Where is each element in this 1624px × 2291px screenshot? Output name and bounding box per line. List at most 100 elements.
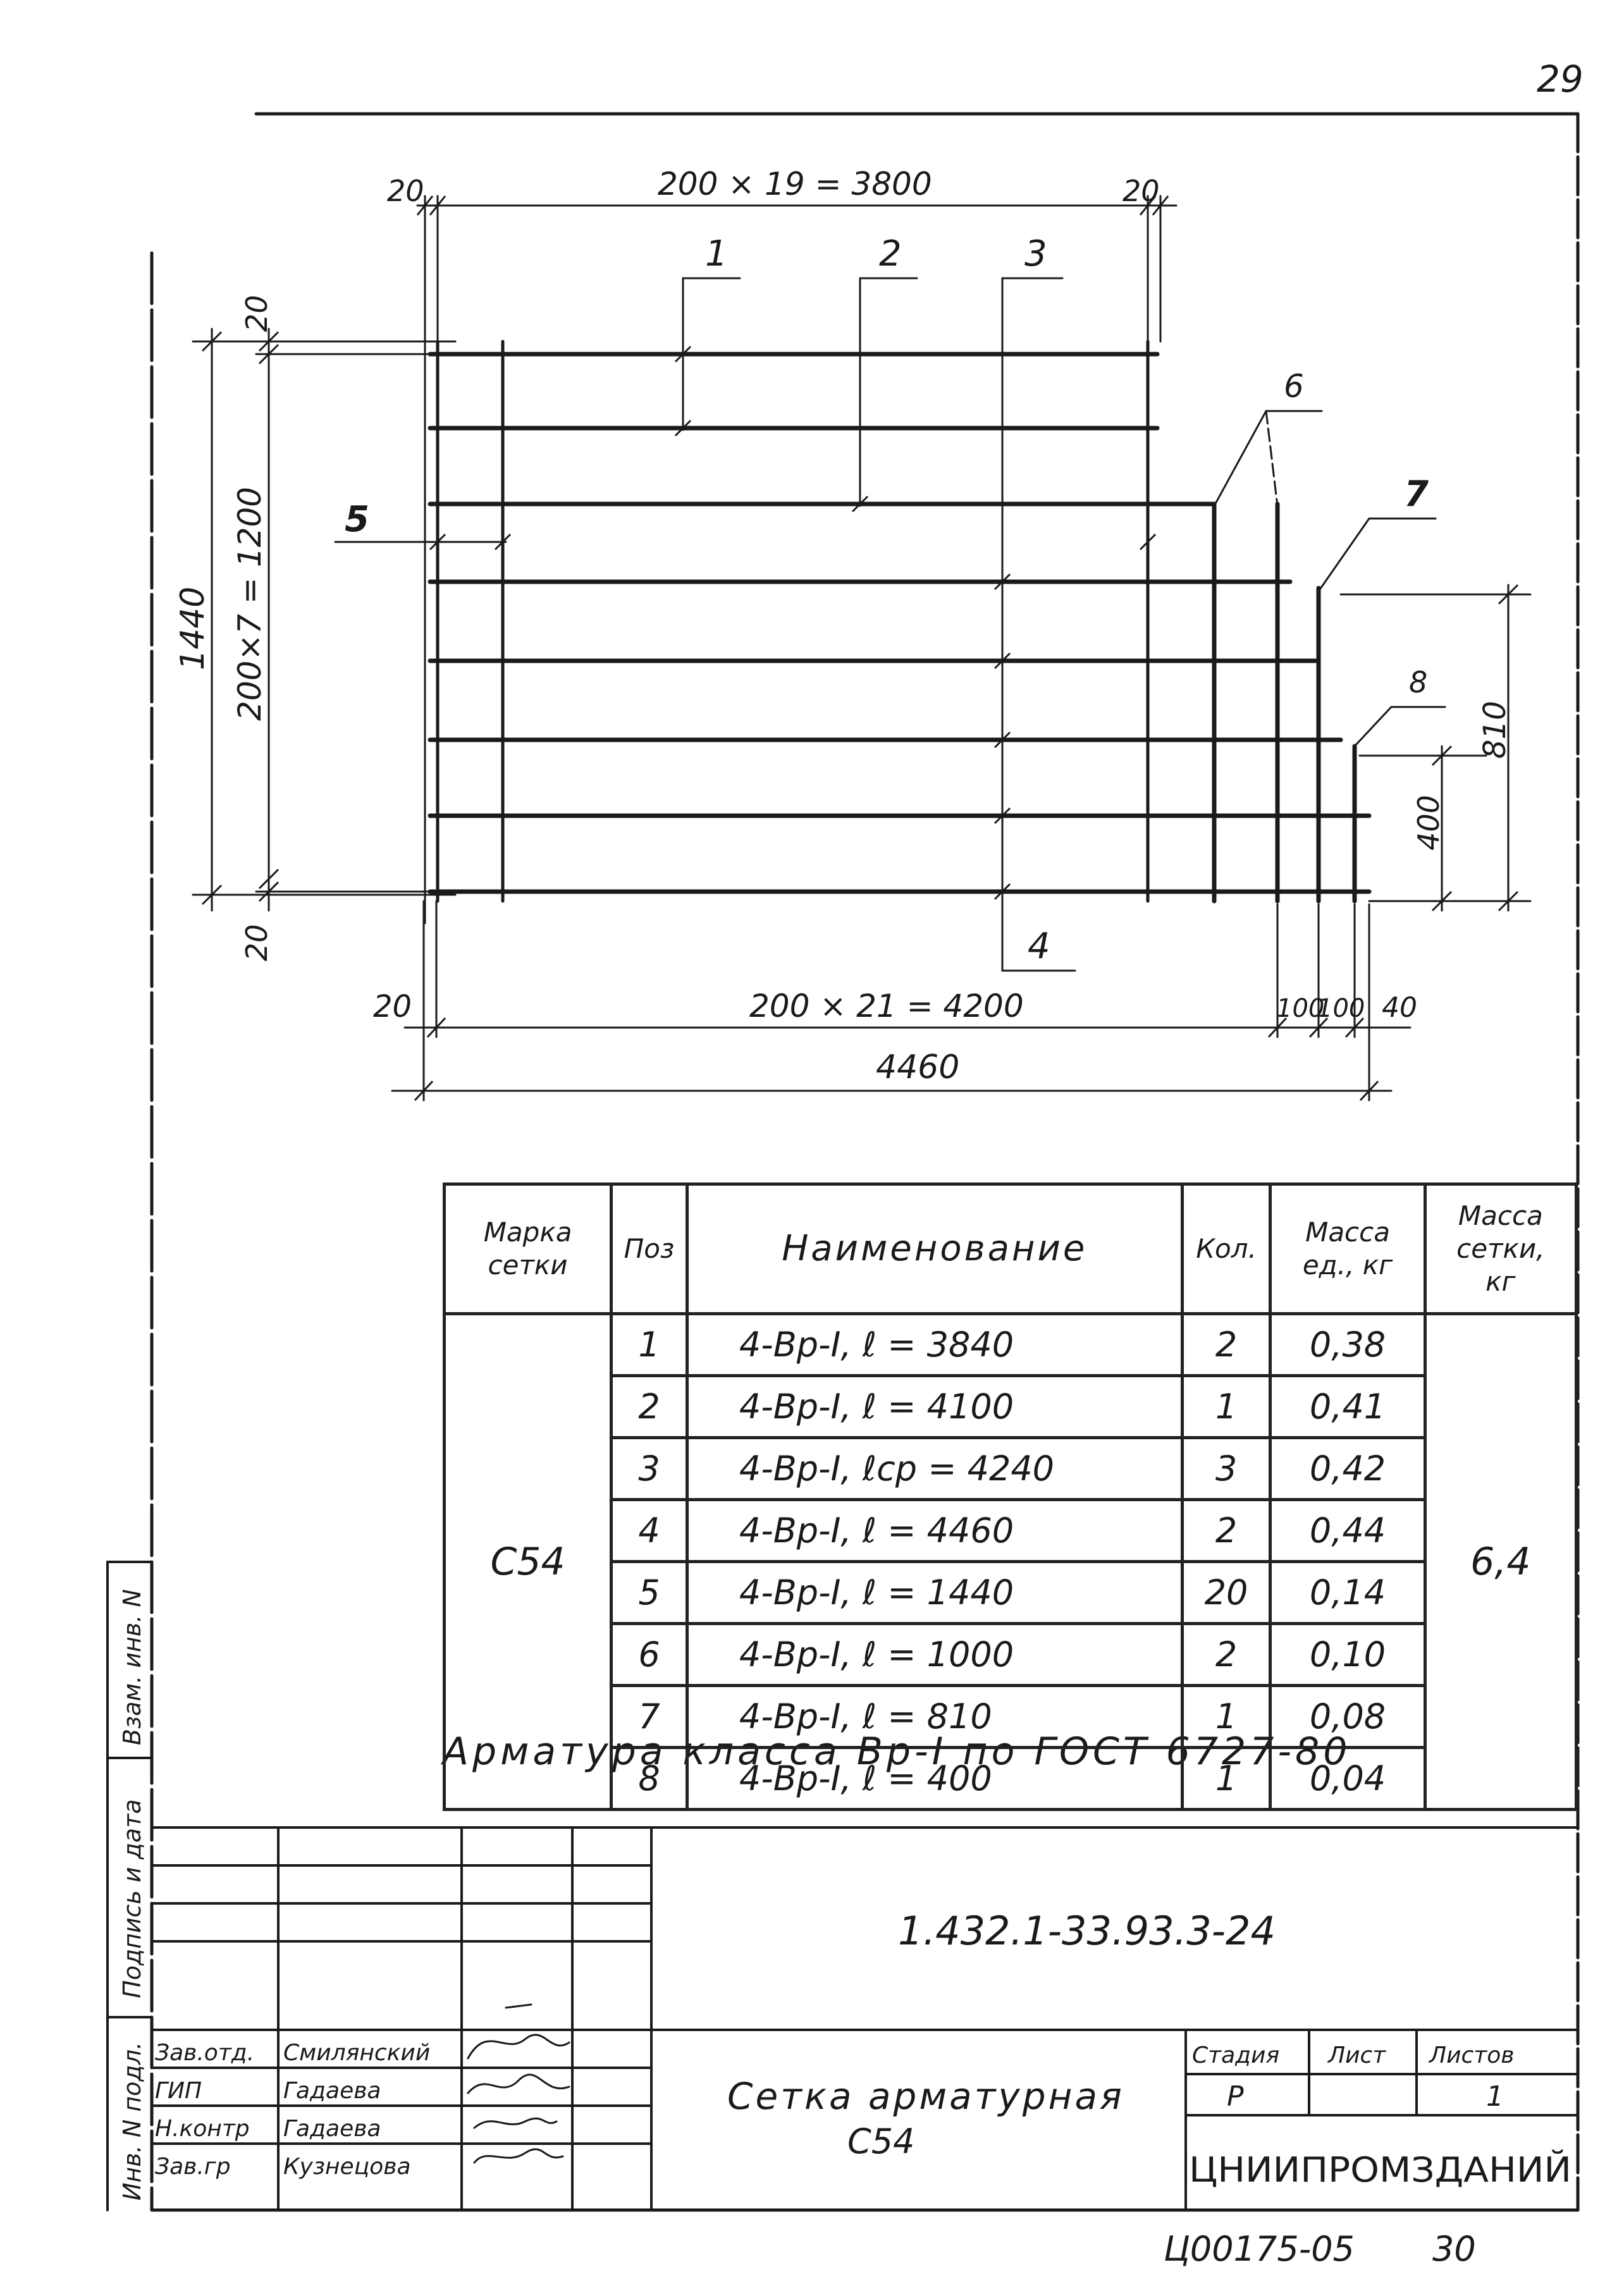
cell-mass: 0,38 bbox=[1269, 1312, 1427, 1377]
sheet-label: Лист bbox=[1327, 2042, 1386, 2068]
signer-role-4: Зав.гр bbox=[155, 2154, 231, 2180]
cell-qty: 20 bbox=[1180, 1560, 1272, 1625]
side-label-replace: Взам. инв. N bbox=[118, 1589, 146, 1745]
leader-6 bbox=[1213, 410, 1323, 507]
cell-mass: 0,10 bbox=[1269, 1622, 1427, 1687]
drawing-mark: С54 bbox=[847, 2122, 914, 2161]
leader-4 bbox=[1001, 890, 1076, 972]
dim-bottom-40: 40 bbox=[1382, 992, 1417, 1024]
dim-right-400: 400 bbox=[1412, 795, 1446, 851]
signer-role-2: ГИП bbox=[155, 2078, 202, 2104]
header-qty: Кол. bbox=[1180, 1182, 1272, 1315]
dim-bottom-100b: 100 bbox=[1317, 994, 1365, 1023]
signer-role-3: Н.контр bbox=[155, 2116, 250, 2142]
title-block-lines bbox=[151, 1826, 1579, 2211]
cell-qty: 3 bbox=[1180, 1436, 1272, 1501]
cell-name: 4-Вр-I, ℓ = 3840 bbox=[685, 1312, 1184, 1377]
dim-overall: 4460 bbox=[876, 1048, 959, 1086]
stage-label: Стадия bbox=[1192, 2042, 1279, 2068]
archive-code: Ц00175-05 bbox=[1164, 2229, 1355, 2269]
stage-value: Р bbox=[1227, 2080, 1244, 2113]
dim-top-left: 20 bbox=[387, 174, 424, 208]
signatures bbox=[467, 2003, 570, 2164]
cell-pos: 8 bbox=[610, 1746, 689, 1811]
document-code: 1.432.1-33.93.3-24 bbox=[898, 1908, 1276, 1954]
cell-name: 4-Вр-I, ℓ = 400 bbox=[685, 1746, 1184, 1811]
cell-pos: 7 bbox=[610, 1684, 689, 1749]
dimension-lines bbox=[192, 195, 1532, 1102]
cell-qty: 2 bbox=[1180, 1622, 1272, 1687]
signer-name-3: Гадаева bbox=[283, 2116, 381, 2142]
drawing-title: Сетка арматурная bbox=[727, 2075, 1124, 2118]
page-number: 29 bbox=[1537, 58, 1584, 101]
dim-top-span: 200 × 19 = 3800 bbox=[658, 166, 932, 202]
position-label-3: 3 bbox=[1024, 233, 1047, 274]
position-label-5: 5 bbox=[345, 499, 369, 540]
cell-name: 4-Вр-I, ℓср = 4240 bbox=[685, 1436, 1184, 1501]
cell-qty: 1 bbox=[1180, 1746, 1272, 1811]
table-row: 2 4-Вр-I, ℓ = 4100 1 0,41 bbox=[445, 1374, 1577, 1439]
cell-mass: 0,14 bbox=[1269, 1560, 1427, 1625]
dim-top-right: 20 bbox=[1123, 174, 1160, 208]
cell-mass: 0,04 bbox=[1269, 1746, 1427, 1811]
header-pos: Поз bbox=[610, 1182, 689, 1315]
leader-6b bbox=[1265, 410, 1279, 507]
leader-3 bbox=[1001, 277, 1064, 893]
cell-pos: 5 bbox=[610, 1560, 689, 1625]
cell-name: 4-Вр-I, ℓ = 4460 bbox=[685, 1498, 1184, 1563]
position-label-8: 8 bbox=[1409, 665, 1427, 699]
cell-pos: 6 bbox=[610, 1622, 689, 1687]
signer-name-1: Смилянский bbox=[283, 2040, 430, 2066]
position-label-6: 6 bbox=[1284, 368, 1304, 405]
dimension-ticks bbox=[201, 195, 1519, 1102]
cell-pos: 4 bbox=[610, 1498, 689, 1563]
side-label-sign: Подпись и дата bbox=[118, 1799, 146, 1998]
leader-1 bbox=[682, 277, 741, 431]
cell-mass: 0,42 bbox=[1269, 1436, 1427, 1501]
table-row: 4 4-Вр-I, ℓ = 4460 2 0,44 bbox=[445, 1498, 1577, 1563]
cell-mass: 0,44 bbox=[1269, 1498, 1427, 1563]
cell-name: 4-Вр-I, ℓ = 4100 bbox=[685, 1374, 1184, 1439]
cell-qty: 2 bbox=[1180, 1312, 1272, 1377]
position-label-2: 2 bbox=[879, 233, 902, 274]
cell-mass: 0,08 bbox=[1269, 1684, 1427, 1749]
sheets-value: 1 bbox=[1486, 2080, 1504, 2113]
longitudinal-bars bbox=[428, 352, 1372, 894]
cell-mass: 0,41 bbox=[1269, 1374, 1427, 1439]
position-numbers: 1 2 3 4 5 6 7 8 bbox=[345, 233, 1429, 967]
leader-7 bbox=[1317, 517, 1437, 593]
cell-pos: 1 bbox=[610, 1312, 689, 1377]
dim-right-810: 810 bbox=[1477, 701, 1513, 759]
table-row: 7 4-Вр-I, ℓ = 810 1 0,08 bbox=[445, 1684, 1577, 1749]
dim-bottom-left: 20 bbox=[373, 989, 412, 1024]
cell-name: 4-Вр-I, ℓ = 810 bbox=[685, 1684, 1184, 1749]
dim-left-top: 20 bbox=[240, 295, 274, 332]
signer-name-4: Кузнецова bbox=[283, 2154, 411, 2180]
table-row: 8 4-Вр-I, ℓ = 400 1 0,04 bbox=[445, 1746, 1577, 1811]
dim-left-bottom: 20 bbox=[240, 924, 274, 961]
table-row: С54 1 4-Вр-I, ℓ = 3840 2 0,38 6,4 bbox=[442, 1312, 1578, 1811]
position-label-7: 7 bbox=[1404, 474, 1429, 515]
cell-qty: 1 bbox=[1180, 1684, 1272, 1749]
dim-left-outer: 1440 bbox=[174, 587, 212, 670]
cell-pos: 3 bbox=[610, 1436, 689, 1501]
signer-role-1: Зав.отд. bbox=[155, 2040, 254, 2066]
position-label-1: 1 bbox=[705, 233, 728, 274]
position-leaders bbox=[334, 277, 1446, 972]
dim-bottom-span: 200 × 21 = 4200 bbox=[749, 988, 1024, 1024]
dim-bottom-100a: 100 bbox=[1276, 994, 1324, 1023]
mesh-mark-cell: С54 bbox=[442, 1312, 613, 1811]
sheets-label: Листов bbox=[1428, 2042, 1514, 2068]
cell-name: 4-Вр-I, ℓ = 1000 bbox=[685, 1622, 1184, 1687]
table-row: 3 4-Вр-I, ℓср = 4240 3 0,42 bbox=[445, 1436, 1577, 1501]
dim-left-inner: 200×7 = 1200 bbox=[231, 487, 268, 721]
cell-pos: 2 bbox=[610, 1374, 689, 1439]
signer-name-2: Гадаева bbox=[283, 2078, 381, 2104]
mesh-mass-cell: 6,4 bbox=[1423, 1312, 1578, 1811]
table-row: 5 4-Вр-I, ℓ = 1440 20 0,14 bbox=[445, 1560, 1577, 1625]
